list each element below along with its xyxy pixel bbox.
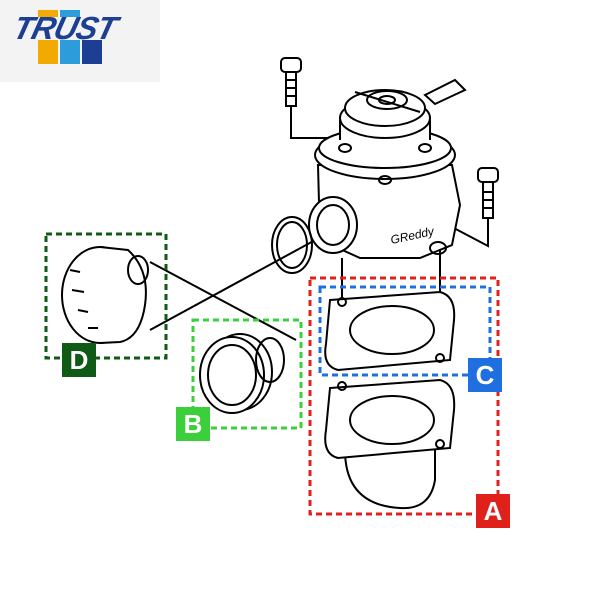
label-b: B <box>176 407 210 441</box>
valve-body <box>308 78 467 259</box>
adapter-fitting <box>199 333 285 414</box>
cap-fitting <box>61 246 149 344</box>
gasket-flange <box>324 290 456 372</box>
label-d: D <box>62 343 96 377</box>
frame-a <box>308 276 500 516</box>
frame-c <box>318 285 492 377</box>
label-c: C <box>468 358 502 392</box>
outlet-flange <box>324 378 456 510</box>
brand-stripes <box>38 10 102 64</box>
label-a: A <box>476 494 510 528</box>
bolt-left <box>280 57 302 107</box>
o-ring <box>271 216 313 274</box>
frame-d <box>44 232 168 360</box>
frame-b <box>191 318 303 430</box>
bolt-right <box>477 167 499 219</box>
brand-logo: TRUST <box>0 0 160 82</box>
